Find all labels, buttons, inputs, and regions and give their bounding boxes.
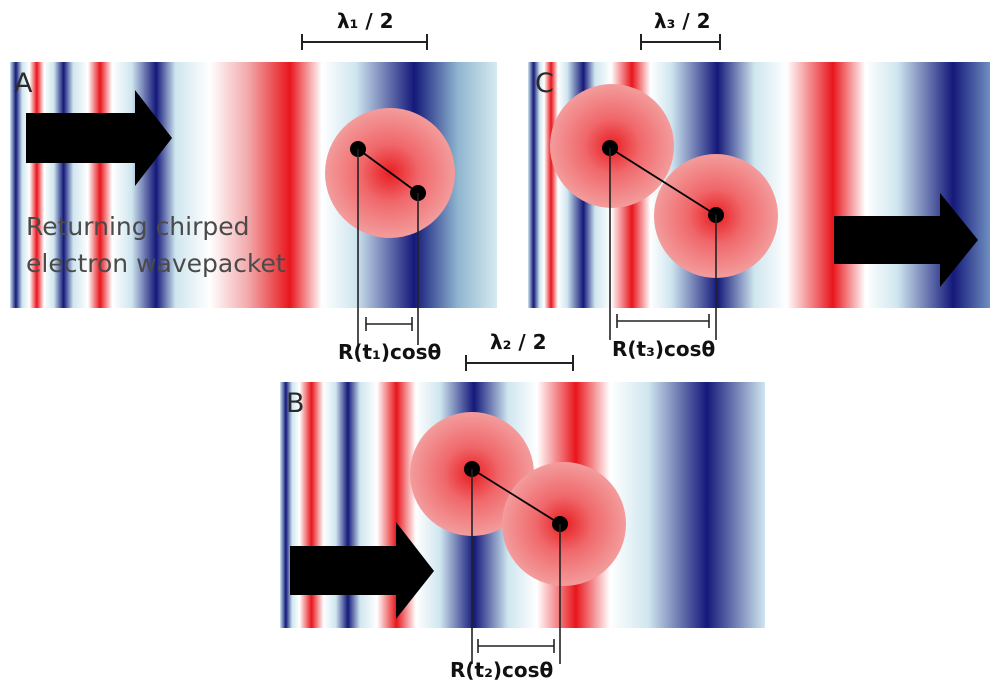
right-arrow-icon bbox=[834, 193, 978, 287]
caption-line-1: Returning chirped bbox=[26, 212, 250, 241]
projection-lines-c bbox=[609, 148, 717, 340]
projection-lines-b bbox=[471, 469, 561, 664]
right-arrow-icon bbox=[26, 90, 172, 186]
molecular-bond-c bbox=[609, 147, 717, 216]
half-wavelength-bracket-c bbox=[640, 34, 721, 50]
projection-label-c: R(t₃)cosθ bbox=[612, 337, 715, 361]
projection-lines-a bbox=[357, 149, 419, 345]
molecular-bond-a bbox=[357, 148, 419, 194]
right-arrow-icon bbox=[290, 522, 434, 619]
half-wavelength-label-a: λ₁ / 2 bbox=[337, 9, 394, 33]
half-wavelength-label-b: λ₂ / 2 bbox=[490, 330, 547, 354]
half-wavelength-bracket-a bbox=[301, 34, 428, 50]
panel-a: A Returning chirped electron wavepacket … bbox=[10, 9, 497, 364]
panel-c: C λ₃ / 2 R(t₃)cosθ bbox=[528, 9, 990, 361]
panel-c-label: C bbox=[535, 68, 554, 99]
panel-b-label: B bbox=[286, 388, 305, 419]
half-wavelength-label-c: λ₃ / 2 bbox=[654, 9, 711, 33]
half-wavelength-bracket-b bbox=[465, 355, 574, 371]
projection-label-a: R(t₁)cosθ bbox=[338, 340, 441, 364]
molecular-bond-b bbox=[471, 468, 561, 525]
panel-b: B λ₂ / 2 R(t₂)cosθ bbox=[280, 330, 765, 682]
projection-label-b: R(t₂)cosθ bbox=[450, 658, 553, 682]
panel-a-label: A bbox=[14, 68, 33, 99]
caption-line-2: electron wavepacket bbox=[26, 249, 286, 278]
